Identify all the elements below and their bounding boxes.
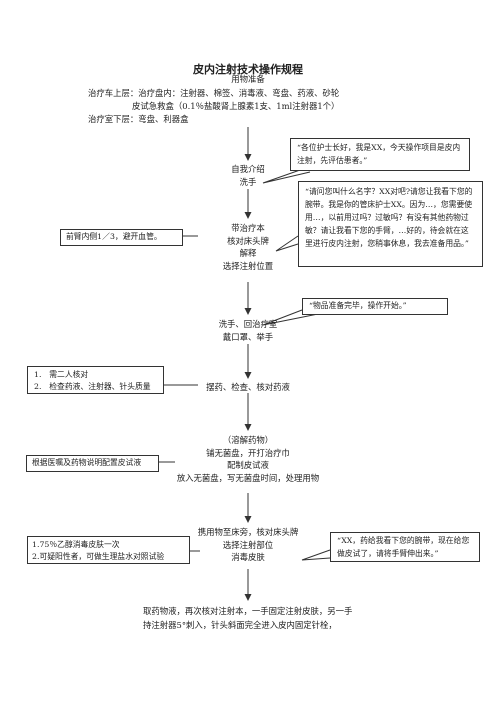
bubble2-tail bbox=[275, 235, 299, 252]
bubble1-tail bbox=[262, 169, 311, 184]
step-return: 洗手、回治疗室 戴口罩、举手 bbox=[218, 319, 278, 342]
note-disinfect: 1.75％乙醇消毒皮肤一次 2.可疑阳性者，可做生理盐水对照试验 bbox=[27, 536, 190, 564]
speech-bubble-greeting: “各位护士长好，我是XX，今天操作项目是皮内注射，先评估患者。” bbox=[290, 138, 470, 171]
step-intro: 自我介绍 洗手 bbox=[231, 164, 265, 187]
note-checks: 1. 需二人核对 2. 检查药液、注射器、针头质量 bbox=[27, 366, 164, 394]
note-site: 前臂内侧1／3，避开血管。 bbox=[60, 229, 183, 246]
step-bedside: 携用物至床旁，核对床头牌 选择注射部位 消毒皮肤 bbox=[197, 527, 299, 562]
cart-lower-items: 治疗室下层：弯盘、利器盒 bbox=[88, 114, 189, 124]
cart-upper-items: 治疗车上层：治疗盘内：注射器、棉签、消毒液、弯盘、药液、砂轮 bbox=[88, 88, 340, 98]
prep-heading: 用物准备 bbox=[231, 74, 265, 84]
step-inject: 取药物液，再次核对注射本，一手固定注射皮肤，另一手 持注射器5°刺入，针头斜面完… bbox=[143, 606, 353, 630]
step-check-patient: 带治疗本 核对床头牌 解释 选择注射位置 bbox=[222, 223, 274, 271]
note-dilution: 根据医嘱及药物说明配置皮试液 bbox=[26, 455, 159, 472]
speech-bubble-explain: “请问您叫什么名字？XX对吧?请您让我看下您的腕带。我是你的管床护士XX。因为…… bbox=[298, 181, 483, 267]
step-prepare-drug: 摆药、检查、核对药液 bbox=[206, 382, 290, 392]
speech-bubble-skin-test: “XX，药给我看下您的腕带，现在给您做皮试了，请将手臂伸出来。” bbox=[330, 532, 480, 562]
page-title: 皮内注射技术操作规程 bbox=[193, 63, 303, 76]
bubble4-tail bbox=[301, 549, 331, 561]
emergency-kit: 皮试急救盒（0.1％盐酸肾上腺素1支、1ml注射器1个） bbox=[132, 101, 340, 111]
step-dissolve: （溶解药物） 铺无菌盘，开打治疗巾 配制皮试液 放入无菌盘，写无菌盘时间，处理用… bbox=[176, 435, 320, 483]
speech-bubble-ready: “物品准备完毕，操作开始。” bbox=[302, 298, 448, 315]
